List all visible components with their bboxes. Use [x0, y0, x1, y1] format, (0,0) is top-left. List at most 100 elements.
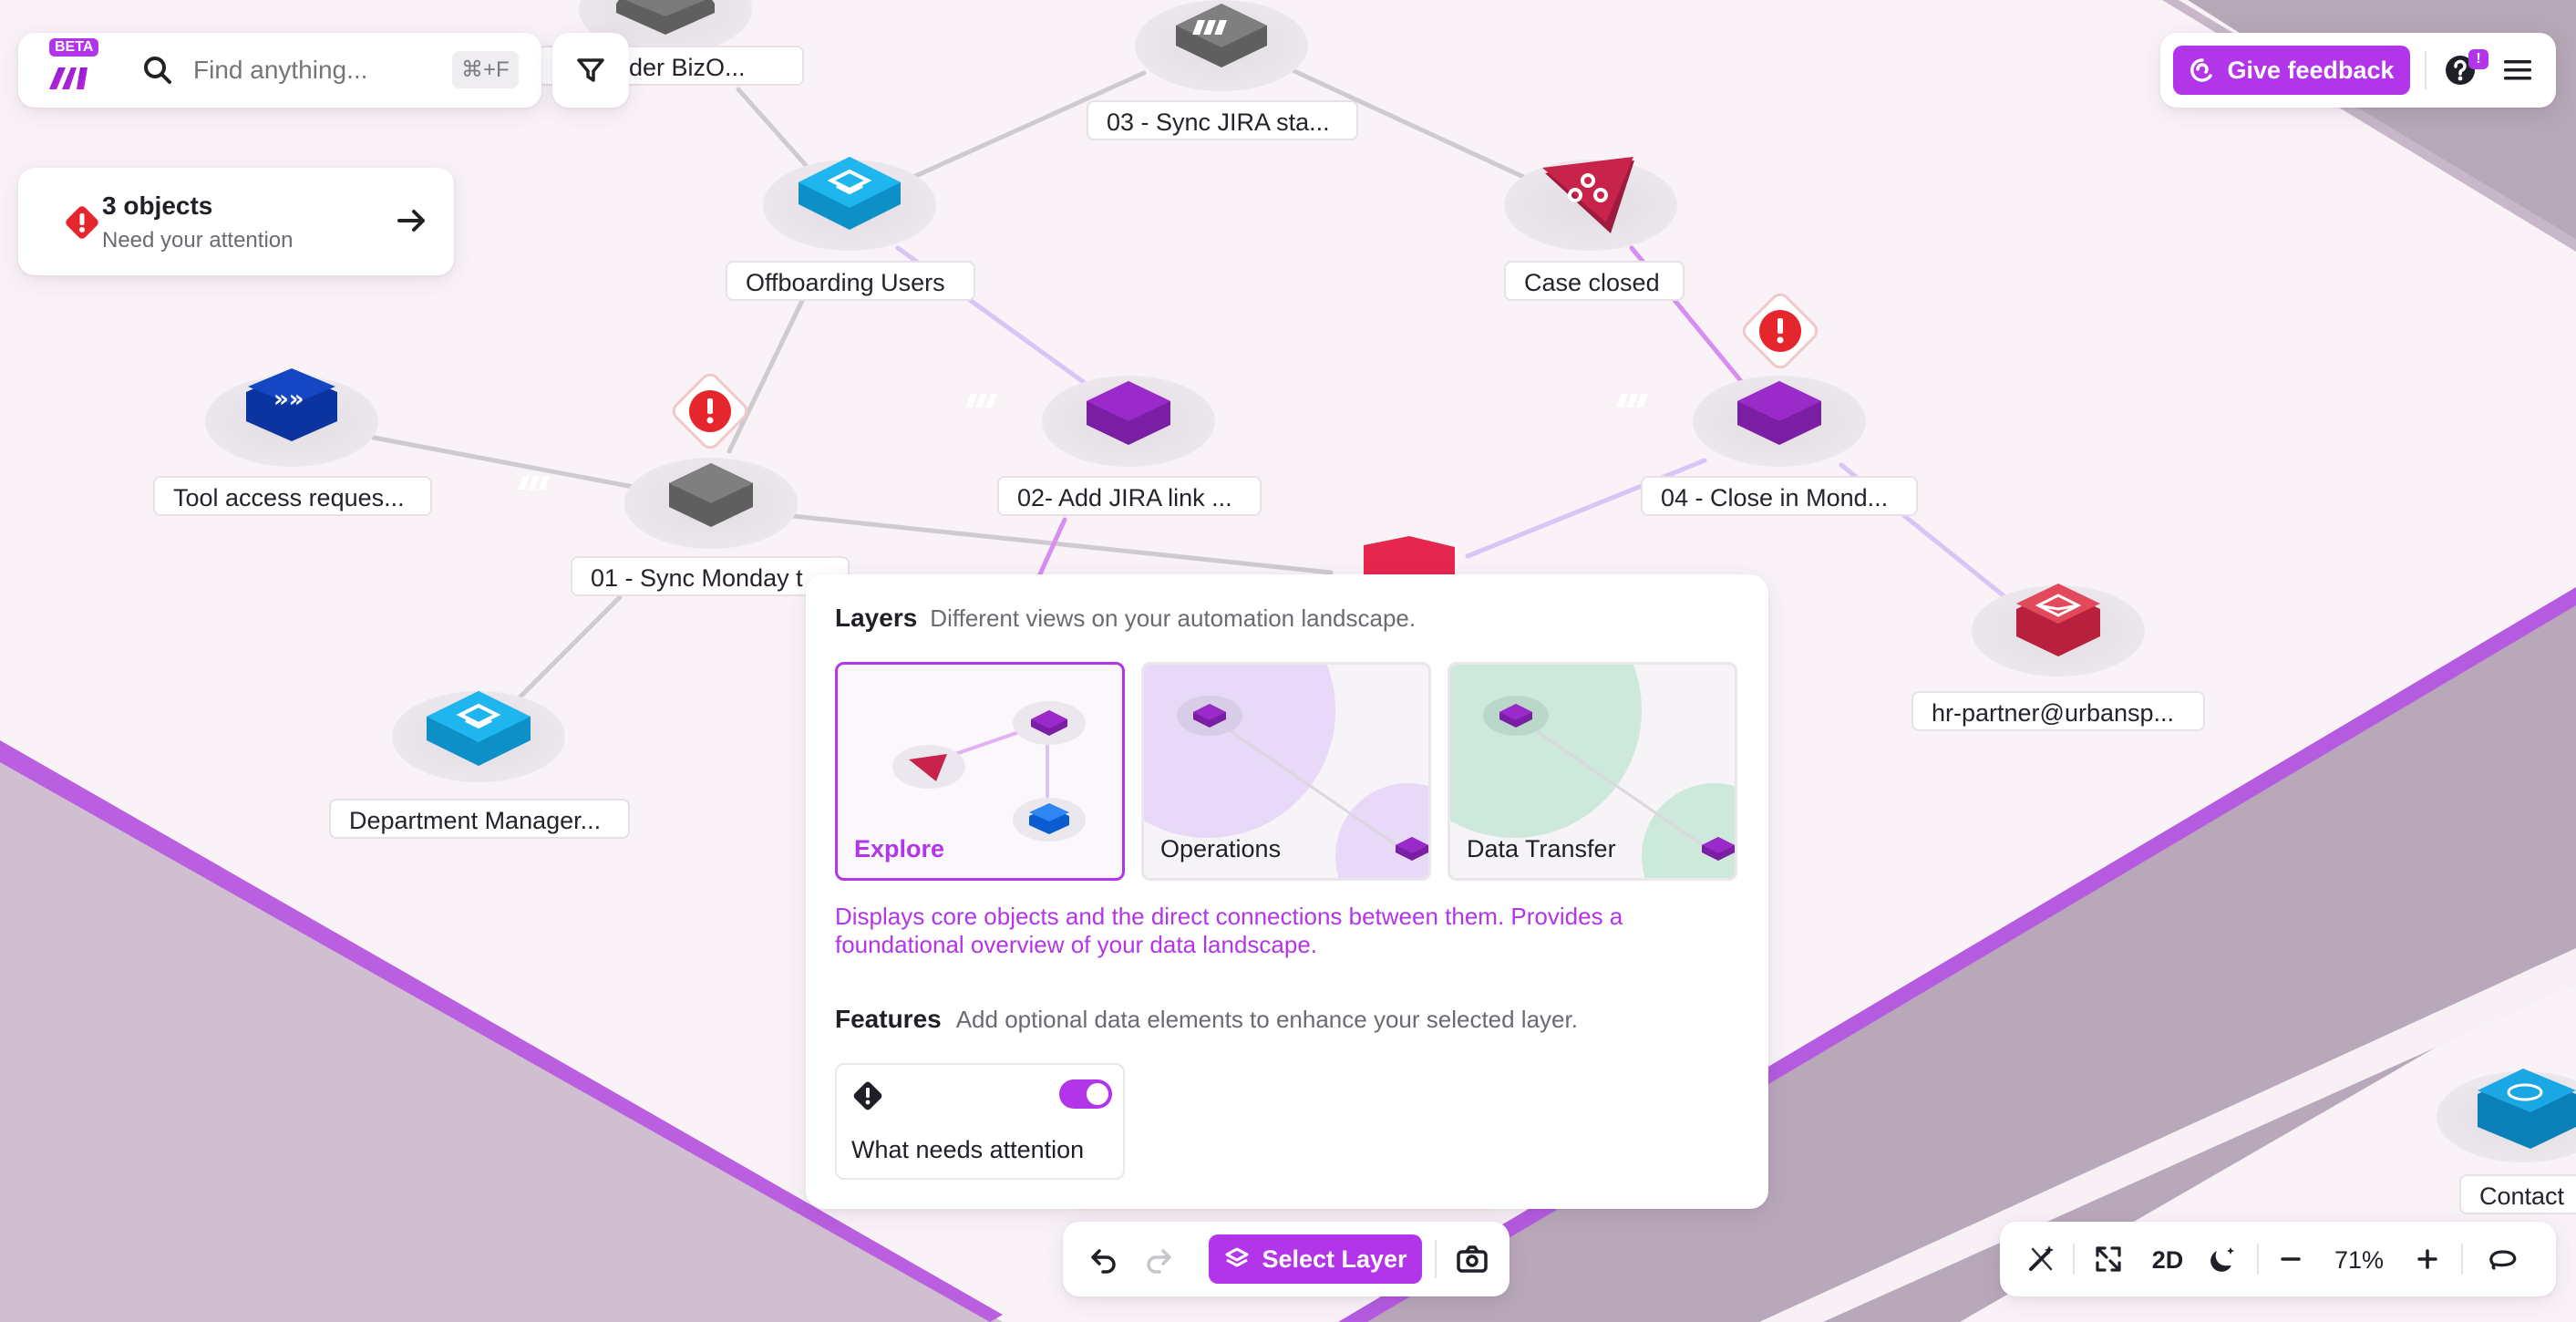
platform-left: [0, 740, 1003, 1322]
alert-icon: [66, 206, 98, 239]
node-label-case-closed[interactable]: Case closed: [1504, 261, 1685, 301]
feature-toggle[interactable]: [1059, 1079, 1112, 1109]
node-offboarding[interactable]: [799, 157, 901, 230]
node-label-close-monday[interactable]: 04 - Close in Mond...: [1641, 476, 1918, 516]
layer-option-label: Data Transfer: [1467, 835, 1616, 862]
make-logo-icon: [1616, 394, 1648, 408]
node-department-manager[interactable]: [427, 691, 531, 766]
zoom-out-button[interactable]: [2268, 1236, 2313, 1282]
expand-icon: [2096, 1246, 2121, 1272]
layer-option-data-transfer[interactable]: Data Transfer: [1448, 662, 1737, 881]
node-label-offboarding[interactable]: Offboarding Users: [726, 261, 975, 301]
theme-toggle-button[interactable]: [2200, 1236, 2246, 1282]
layer-option-label: Operations: [1160, 835, 1282, 862]
filter-button[interactable]: [552, 33, 629, 108]
header-divider: [2425, 51, 2427, 89]
node-label-contact[interactable]: Contact: [2459, 1174, 2576, 1214]
redo-button[interactable]: [1136, 1236, 1181, 1282]
give-feedback-label: Give feedback: [2227, 56, 2395, 84]
node-label-add-jira[interactable]: 02- Add JIRA link ...: [997, 476, 1262, 516]
camera-icon: [1457, 1245, 1488, 1273]
header-actions: Give feedback !: [2160, 33, 2556, 108]
plus-icon: [2417, 1249, 2437, 1269]
bottom-toolbar: Select Layer: [1063, 1222, 1510, 1296]
controls-divider: [2073, 1244, 2075, 1275]
search-bar: BETA ⌘+F: [18, 33, 541, 108]
webhook-icon: [1568, 173, 1608, 202]
alert-icon[interactable]: [670, 371, 750, 451]
attention-title: 3 objects: [102, 191, 213, 220]
select-layer-label: Select Layer: [1262, 1245, 1407, 1273]
node-hr-partner[interactable]: [2016, 584, 2100, 656]
magic-wand-icon: [2029, 1245, 2054, 1271]
lasso-button[interactable]: [2478, 1236, 2529, 1282]
layer-option-explore[interactable]: Explore: [835, 662, 1125, 881]
view-mode-toggle[interactable]: 2D: [2151, 1246, 2184, 1274]
make-logo-icon: [49, 67, 88, 89]
layer-option-operations[interactable]: Operations: [1141, 662, 1431, 881]
layer-option-label: Explore: [854, 835, 945, 862]
minus-icon: [2281, 1257, 2301, 1261]
layers-icon: [1225, 1247, 1249, 1267]
beta-badge: BETA: [49, 38, 99, 57]
search-icon: [144, 57, 171, 84]
layers-title: Layers: [835, 604, 918, 632]
attention-subtitle: Need your attention: [102, 228, 294, 253]
cloud-icon: [2507, 1083, 2543, 1101]
explore-preview: [892, 701, 1086, 842]
controls-divider: [2461, 1244, 2463, 1275]
feature-toggle-knob: [1087, 1083, 1108, 1105]
node-sync-jira[interactable]: [1176, 4, 1267, 67]
data-transfer-preview: [1450, 665, 1735, 878]
node-contact[interactable]: [2478, 1069, 2576, 1149]
make-logo-icon: [965, 394, 997, 408]
app-logo[interactable]: BETA: [46, 38, 99, 97]
feature-label: What needs attention: [851, 1136, 1085, 1163]
node-monday-hidden[interactable]: [1364, 536, 1455, 584]
controls-divider: [2257, 1244, 2259, 1275]
node-label-sync-jira[interactable]: 03 - Sync JIRA sta...: [1087, 100, 1358, 140]
undo-icon: [1091, 1249, 1116, 1274]
search-shortcut: ⌘+F: [452, 51, 519, 88]
node-case-closed[interactable]: [1542, 157, 1634, 233]
node-add-jira[interactable]: [965, 381, 1170, 445]
node-tool-access[interactable]: »»: [246, 368, 337, 441]
operations-preview: [1144, 665, 1428, 878]
envelope-icon: [2035, 594, 2082, 617]
layer-description: Displays core objects and the direct con…: [835, 903, 1623, 958]
undo-button[interactable]: [1081, 1236, 1127, 1282]
node-reminder[interactable]: [616, 0, 715, 35]
alert-icon[interactable]: [1740, 291, 1820, 371]
filter-icon: [577, 58, 604, 82]
feature-what-needs-attention[interactable]: What needs attention: [835, 1063, 1125, 1180]
zoom-in-button[interactable]: [2405, 1236, 2450, 1282]
make-logo-icon: [518, 476, 551, 490]
node-close-monday[interactable]: [1616, 381, 1821, 445]
toolbar-divider: [1435, 1240, 1437, 1278]
give-feedback-button[interactable]: Give feedback: [2173, 46, 2410, 95]
search-input[interactable]: [191, 49, 441, 91]
lasso-icon: [2489, 1250, 2517, 1270]
screenshot-button[interactable]: [1449, 1236, 1495, 1282]
attention-card[interactable]: 3 objects Need your attention: [18, 168, 454, 275]
hamburger-menu-icon: [2504, 60, 2531, 80]
node-label-tool-access[interactable]: Tool access reques...: [153, 476, 432, 516]
features-subtitle: Add optional data elements to enhance yo…: [955, 1006, 1578, 1033]
node-label-hr-partner[interactable]: hr-partner@urbansp...: [1911, 691, 2205, 731]
box-icon: [456, 703, 501, 729]
moon-icon: [2210, 1247, 2234, 1272]
fit-view-button[interactable]: [2086, 1236, 2131, 1282]
select-layer-button[interactable]: Select Layer: [1209, 1234, 1422, 1284]
help-notification-badge: !: [2468, 49, 2488, 69]
menu-button[interactable]: [2492, 47, 2543, 93]
layers-subtitle: Different views on your automation lands…: [930, 604, 1417, 632]
help-button[interactable]: !: [2437, 47, 2488, 93]
magic-wand-button[interactable]: [2018, 1236, 2064, 1282]
node-label-sync-monday[interactable]: 01 - Sync Monday t: [571, 556, 850, 596]
zoom-level: 71%: [2334, 1246, 2385, 1274]
redo-icon: [1147, 1249, 1171, 1274]
node-sync-monday[interactable]: [518, 463, 753, 527]
node-label-department-manager[interactable]: Department Manager...: [329, 799, 630, 839]
help-icon: [2446, 56, 2475, 85]
feedback-icon: [2190, 58, 2213, 82]
